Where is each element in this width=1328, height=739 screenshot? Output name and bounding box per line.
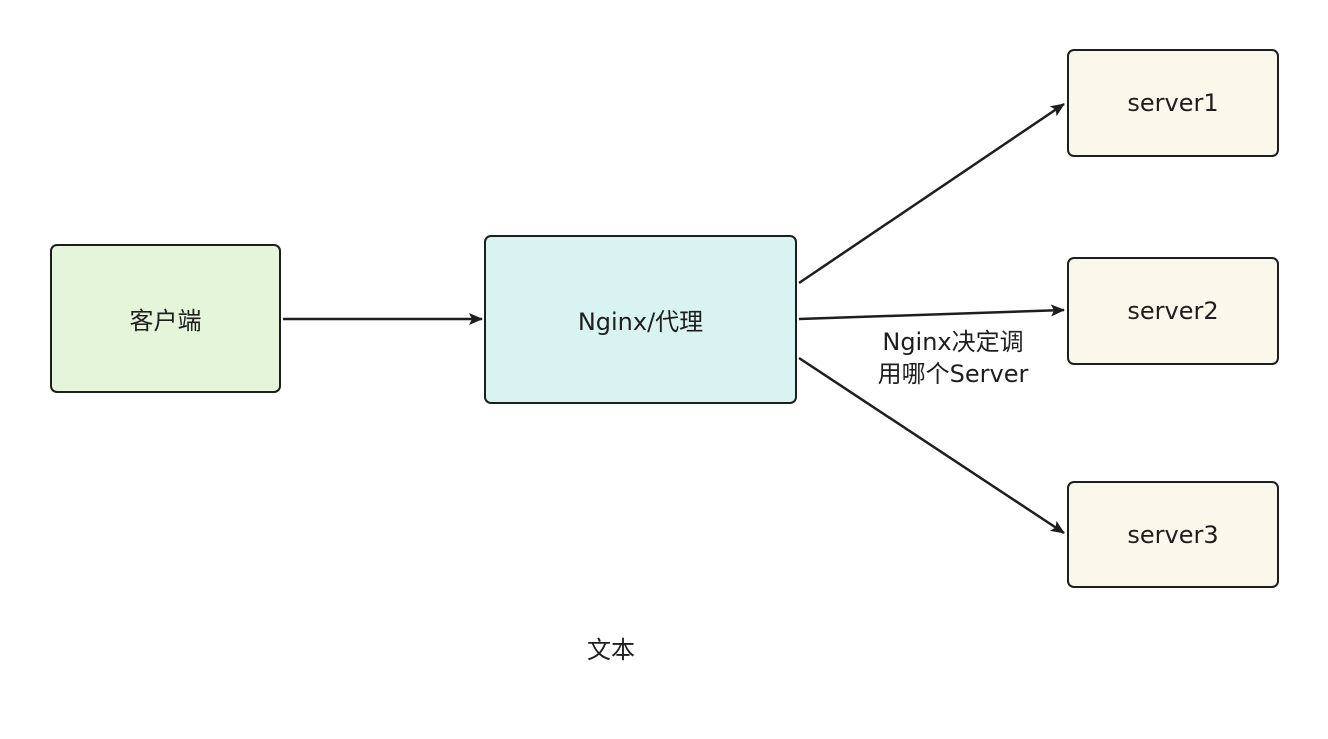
client-node[interactable]: 客户端 bbox=[50, 244, 281, 393]
server3-node[interactable]: server3 bbox=[1067, 481, 1279, 588]
server2-node[interactable]: server2 bbox=[1067, 257, 1279, 365]
routing-edge-label: Nginx决定调 用哪个Server bbox=[858, 326, 1048, 390]
server1-node-label: server1 bbox=[1127, 89, 1219, 117]
nginx-proxy-node[interactable]: Nginx/代理 bbox=[484, 235, 797, 404]
routing-edge-label-line1: Nginx决定调 bbox=[882, 328, 1024, 356]
nginx-proxy-node-label: Nginx/代理 bbox=[577, 308, 704, 336]
server3-node-label: server3 bbox=[1127, 520, 1219, 549]
edge-nginx-to-server1 bbox=[798, 102, 1065, 285]
server2-node-label: server2 bbox=[1127, 297, 1219, 325]
routing-edge-label-line2: 用哪个Server bbox=[877, 360, 1029, 388]
free-text-element[interactable]: 文本 bbox=[587, 636, 635, 664]
edge-nginx-to-server3 bbox=[798, 356, 1065, 535]
client-node-label: 客户端 bbox=[129, 307, 202, 335]
edge-nginx-to-server2 bbox=[798, 304, 1065, 321]
server1-node[interactable]: server1 bbox=[1067, 49, 1279, 157]
